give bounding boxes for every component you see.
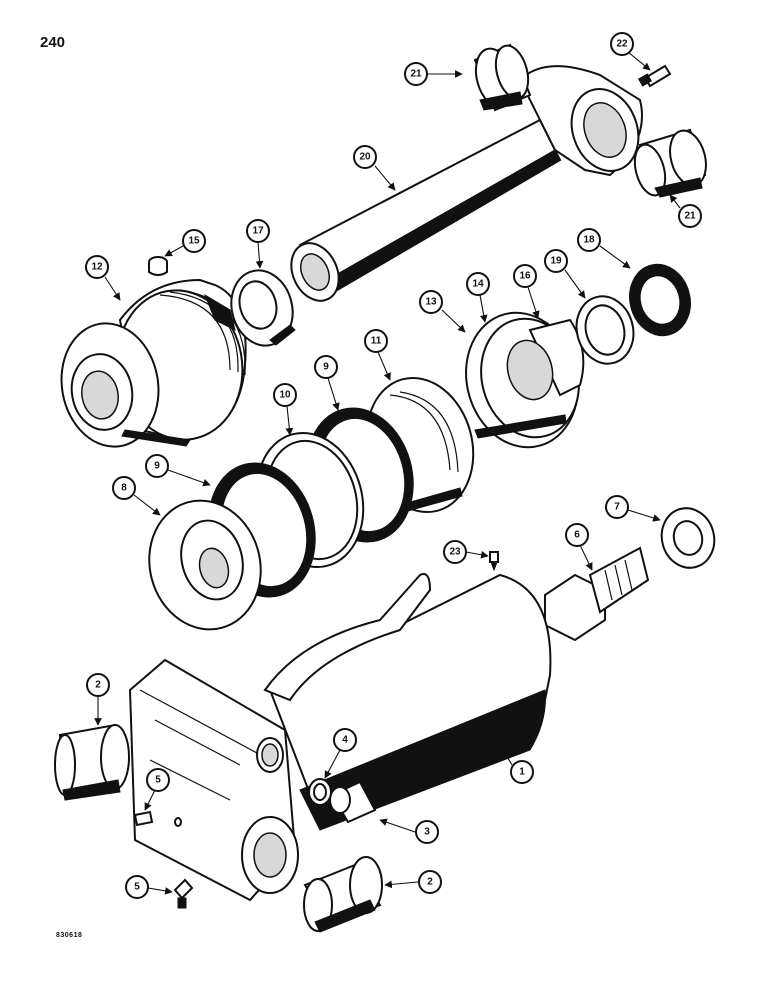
page-number: 240 (40, 34, 66, 51)
callout-4: 4 (342, 735, 348, 746)
o-ring (308, 778, 332, 806)
callout-13: 13 (425, 297, 437, 308)
plug (148, 256, 168, 276)
callout-1: 1 (519, 767, 525, 778)
piston-wear-ring (575, 295, 635, 365)
port-plug (329, 780, 377, 824)
callout-12: 12 (91, 262, 103, 273)
callout-11: 11 (371, 336, 382, 347)
barrel-bushing-left (54, 723, 130, 801)
grease-fitting-barrel-upper (133, 810, 182, 827)
callout-20: 20 (359, 152, 371, 163)
bleed-plug (489, 551, 499, 572)
callout-22: 22 (616, 39, 628, 50)
callout-14: 14 (472, 279, 484, 290)
bolt (544, 546, 650, 642)
callout-21-bottom: 21 (684, 211, 696, 222)
callout-2-right: 2 (427, 877, 433, 888)
callout-23: 23 (449, 547, 461, 558)
rod-eye-bushing-top (473, 43, 532, 112)
callout-9-lower: 9 (154, 461, 160, 472)
callout-3: 3 (424, 827, 430, 838)
callout-19: 19 (550, 256, 562, 267)
callout-5-upper: 5 (155, 775, 161, 786)
piston (465, 311, 585, 449)
figure-code: 830618 (56, 932, 83, 939)
wiper-seal (230, 269, 296, 347)
callout-21-top: 21 (410, 69, 422, 80)
callout-10: 10 (279, 390, 291, 401)
rod-eye-bushing-bottom (633, 128, 707, 198)
washer (660, 507, 716, 569)
callout-16: 16 (519, 271, 531, 282)
piston-rod (290, 65, 643, 302)
cylinder-barrel (128, 573, 552, 902)
retainer (148, 499, 262, 631)
callout-2-left: 2 (95, 680, 101, 691)
callout-7: 7 (614, 502, 620, 513)
cylinder-head (60, 278, 247, 448)
callout-18: 18 (583, 235, 595, 246)
grease-fitting-rod (637, 64, 672, 88)
callout-9-upper: 9 (323, 362, 329, 373)
callout-15: 15 (188, 236, 200, 247)
callouts: 1 2 2 3 4 5 5 6 7 8 (85, 32, 702, 899)
grease-fitting-barrel-lower (173, 878, 194, 909)
barrel-bushing-right (303, 856, 383, 933)
callout-6: 6 (574, 530, 580, 541)
callout-17: 17 (252, 226, 264, 237)
callout-5-lower: 5 (134, 882, 140, 893)
callout-8: 8 (121, 483, 127, 494)
piston-seal (629, 263, 691, 337)
